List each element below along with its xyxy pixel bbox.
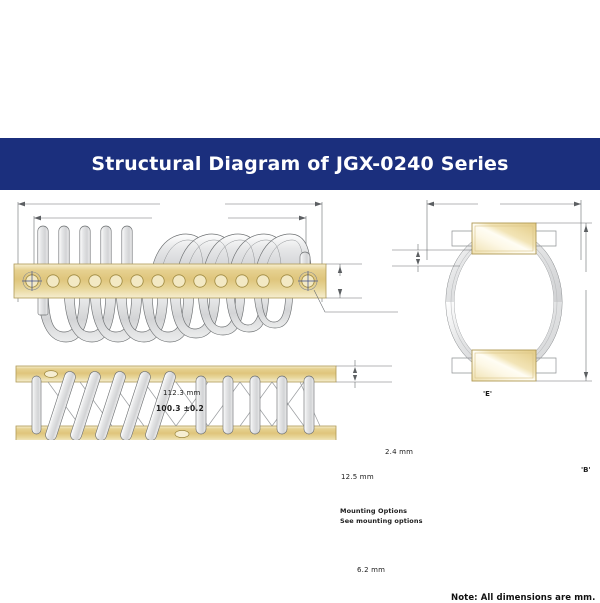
callout-mounting-options-title: Mounting Options xyxy=(340,507,408,515)
dim-label-coil-length: 100.3 ±0.2 xyxy=(156,404,204,413)
dim-label-height-b: 'B' xyxy=(581,466,591,474)
page-title: Structural Diagram of JGX-0240 Series xyxy=(91,153,509,175)
dim-label-block-height: 2.4 mm xyxy=(385,448,414,456)
dim-label-width-e: 'E' xyxy=(483,390,493,398)
section-view-group xyxy=(392,200,592,382)
drawing-svg xyxy=(13,200,592,440)
dim-label-bar-thickness: 6.2 mm xyxy=(357,566,386,574)
dim-6-2 xyxy=(336,360,392,388)
dimensions-note: Note: All dimensions are mm. xyxy=(451,593,596,603)
dim-2-4 xyxy=(392,244,472,272)
callout-mounting-options-sub: See mounting options xyxy=(340,517,423,525)
mounting-bar-top xyxy=(13,263,327,299)
title-banner: Structural Diagram of JGX-0240 Series xyxy=(0,138,600,190)
technical-drawing: 112.3 mm 100.3 ±0.2 12.5 mm 6.2 mm 2.4 m… xyxy=(0,190,600,603)
leader-mounting xyxy=(313,289,398,313)
top-view-group xyxy=(13,201,398,343)
front-view-group xyxy=(15,360,392,440)
dim-label-bar-width: 12.5 mm xyxy=(341,473,374,481)
dim-12-5 xyxy=(326,263,362,299)
dim-label-overall-length: 112.3 mm xyxy=(163,389,201,397)
